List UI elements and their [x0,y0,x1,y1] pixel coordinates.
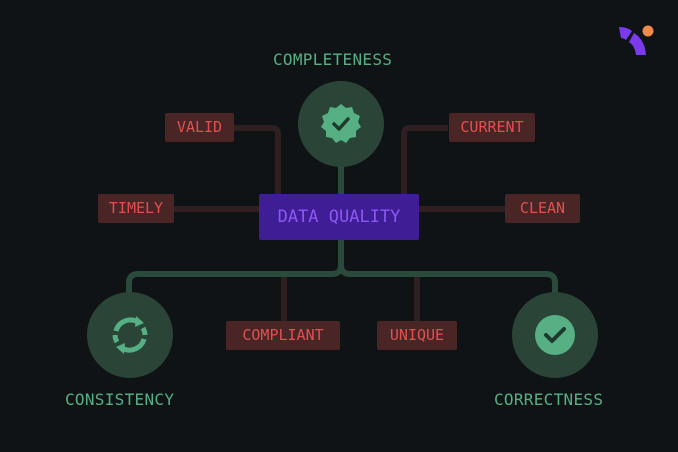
connector-consistency [126,240,344,300]
check-circle-icon [535,315,575,355]
pillar-title-correctness: CORRECTNESS [494,390,604,409]
attribute-unique: UNIQUE [377,321,457,350]
pillar-completeness [298,81,384,167]
pillar-consistency [87,292,173,378]
attribute-valid: VALID [165,113,234,142]
connector-current [401,125,448,196]
brand-logo-icon [619,25,654,55]
attribute-current: CURRENT [449,113,535,142]
refresh-cycle-icon [112,316,148,354]
pillar-title-consistency: CONSISTENCY [65,390,175,409]
connector-valid [234,125,281,196]
pillar-correctness [512,292,598,378]
attribute-timely: TIMELY [98,194,174,223]
connector-correctness [338,264,558,300]
pillar-title-completeness: COMPLETENESS [273,50,393,69]
attribute-clean: CLEAN [505,194,580,223]
verified-badge-icon [321,104,361,143]
data-quality-node: DATA QUALITY [259,194,419,240]
attribute-compliant: COMPLIANT [226,321,340,350]
